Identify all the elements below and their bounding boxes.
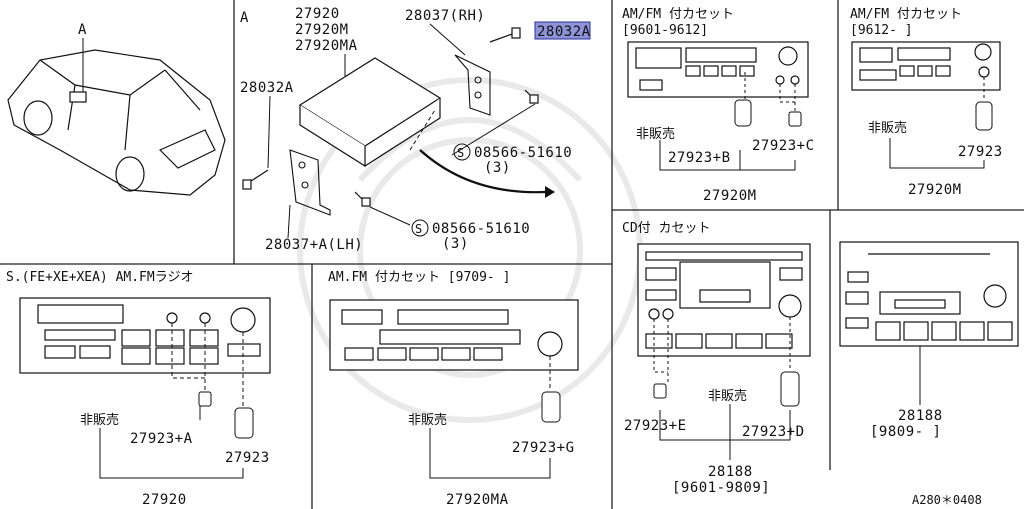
amfm-cassette-9709-knob-g: 27923+G	[512, 440, 575, 456]
amfm-cassette-9601-leaders	[659, 72, 796, 171]
bracket-lh-label: 28037+A(LH)	[265, 237, 363, 253]
amfm-cassette-9709-unit: 27920MA	[446, 492, 509, 508]
amfm-cassette-9601-period: [9601-9612]	[622, 23, 708, 38]
sedan-illustration	[7, 49, 226, 196]
amfm-cassette-9612-knob	[975, 101, 993, 131]
amfm-cassette-9601-unit: 27920M	[703, 188, 757, 204]
arrow-to-radio	[419, 149, 546, 194]
bolt-lower-label: 08566-51610	[432, 221, 530, 237]
cd-cassette-faceplate	[637, 243, 811, 357]
amfm-cassette-9612-period: [9612- ]	[850, 23, 913, 38]
amfm-cassette-9601-knob-c: 27923+C	[752, 138, 815, 154]
screw-illustrations	[242, 27, 539, 207]
amfm-cassette-9601-faceplate	[627, 41, 809, 98]
amfm-cassette-9709-not-sold: 非販売	[408, 412, 447, 428]
amfm-cassette-9612-unit: 27920M	[908, 182, 962, 198]
amfm-radio-not-sold: 非販売	[80, 412, 119, 428]
amfm-cassette-9612-panel: AM/FM 付カセット [9612- ] 非販売 27923 27920M	[850, 7, 1003, 198]
mount-section-label: A	[240, 10, 249, 26]
amfm-radio-faceplate	[19, 297, 271, 374]
amfm-cassette-9612-faceplate	[851, 41, 1001, 91]
amfm-radio-knob: 27923	[225, 450, 270, 466]
cd-cassette-period: [9601-9809]	[672, 480, 770, 496]
cd-unit-9809-panel: 28188 [9809- ]	[839, 241, 1019, 440]
vehicle-callout-label: A	[78, 22, 87, 38]
amfm-cassette-9601-knobs	[734, 99, 802, 127]
amfm-cassette-9612-leaders	[889, 77, 985, 169]
amfm-cassette-9612-knob: 27923	[958, 144, 1003, 160]
vehicle-panel: A	[7, 22, 226, 196]
bracket-rh-label: 28037(RH)	[405, 8, 485, 24]
amfm-cassette-9601-knob-b: 27923+B	[668, 150, 731, 166]
cd-unit-9809-period: [9809- ]	[870, 424, 941, 440]
cd-cassette-leaders	[653, 317, 791, 460]
amfm-cassette-9709-title: AM.FM 付カセット [9709- ]	[328, 270, 510, 285]
amfm-radio-leaders	[99, 323, 244, 479]
amfm-cassette-9601-not-sold: 非販売	[636, 126, 675, 142]
amfm-cassette-9601-title: AM/FM 付カセット	[622, 7, 734, 22]
s-mark-lower: S	[415, 222, 422, 236]
bolt-upper-label: 08566-51610	[474, 145, 572, 161]
amfm-radio-title: S.(FE+XE+XEA) AM.FMラジオ	[6, 270, 193, 285]
amfm-cassette-9601-panel: AM/FM 付カセット [9601-9612] 非販売 27923+B 2792…	[622, 7, 815, 204]
s-mark-upper: S	[457, 146, 464, 160]
unit-part-3: 27920MA	[295, 38, 358, 54]
cd-unit-9809-faceplate	[839, 241, 1019, 347]
radio-box-illustration	[298, 57, 442, 168]
cd-cassette-knob-e: 27923+E	[624, 418, 687, 434]
amfm-radio-panel: S.(FE+XE+XEA) AM.FMラジオ 非販売 27923+A 27923	[6, 270, 271, 508]
bracket-lh-illustration	[289, 149, 331, 216]
screw-rh-label: 28032A	[537, 24, 591, 40]
amfm-cassette-9709-knob	[541, 391, 561, 423]
cd-cassette-knob-d: 27923+D	[742, 424, 805, 440]
cd-cassette-unit: 28188	[708, 464, 753, 480]
screw-rh-highlight	[534, 21, 591, 40]
screw-lh-label: 28032A	[240, 80, 294, 96]
unit-part-2: 27920M	[295, 22, 349, 38]
amfm-cassette-9612-not-sold: 非販売	[868, 120, 907, 136]
unit-part-1: 27920	[295, 6, 340, 22]
amfm-cassette-9709-faceplate	[329, 299, 579, 371]
amfm-radio-knobs	[198, 391, 254, 439]
amfm-cassette-9612-title: AM/FM 付カセット	[850, 7, 962, 22]
footer-code: A280＊0408	[912, 493, 982, 507]
bolt-lower-qty: (3)	[442, 236, 469, 252]
cd-cassette-not-sold: 非販売	[708, 388, 747, 404]
bolt-upper-qty: (3)	[484, 160, 511, 176]
cd-cassette-panel: CD付 カセット 非販売 27923+E 27923+D 28188	[622, 221, 811, 496]
mount-panel: A 27920 27920M 27920MA 28037(RH) 28032A …	[240, 6, 591, 253]
amfm-cassette-9709-leaders	[429, 356, 551, 479]
amfm-cassette-9709-panel: AM.FM 付カセット [9709- ] 非販売 27923+G 27920MA	[328, 270, 579, 508]
amfm-radio-knob-a: 27923+A	[130, 431, 193, 447]
bracket-rh-illustration	[454, 54, 491, 116]
amfm-radio-unit: 27920	[142, 492, 187, 508]
cd-cassette-knobs	[653, 371, 800, 407]
cd-cassette-title: CD付 カセット	[622, 221, 710, 236]
cd-unit-9809-unit: 28188	[898, 408, 943, 424]
